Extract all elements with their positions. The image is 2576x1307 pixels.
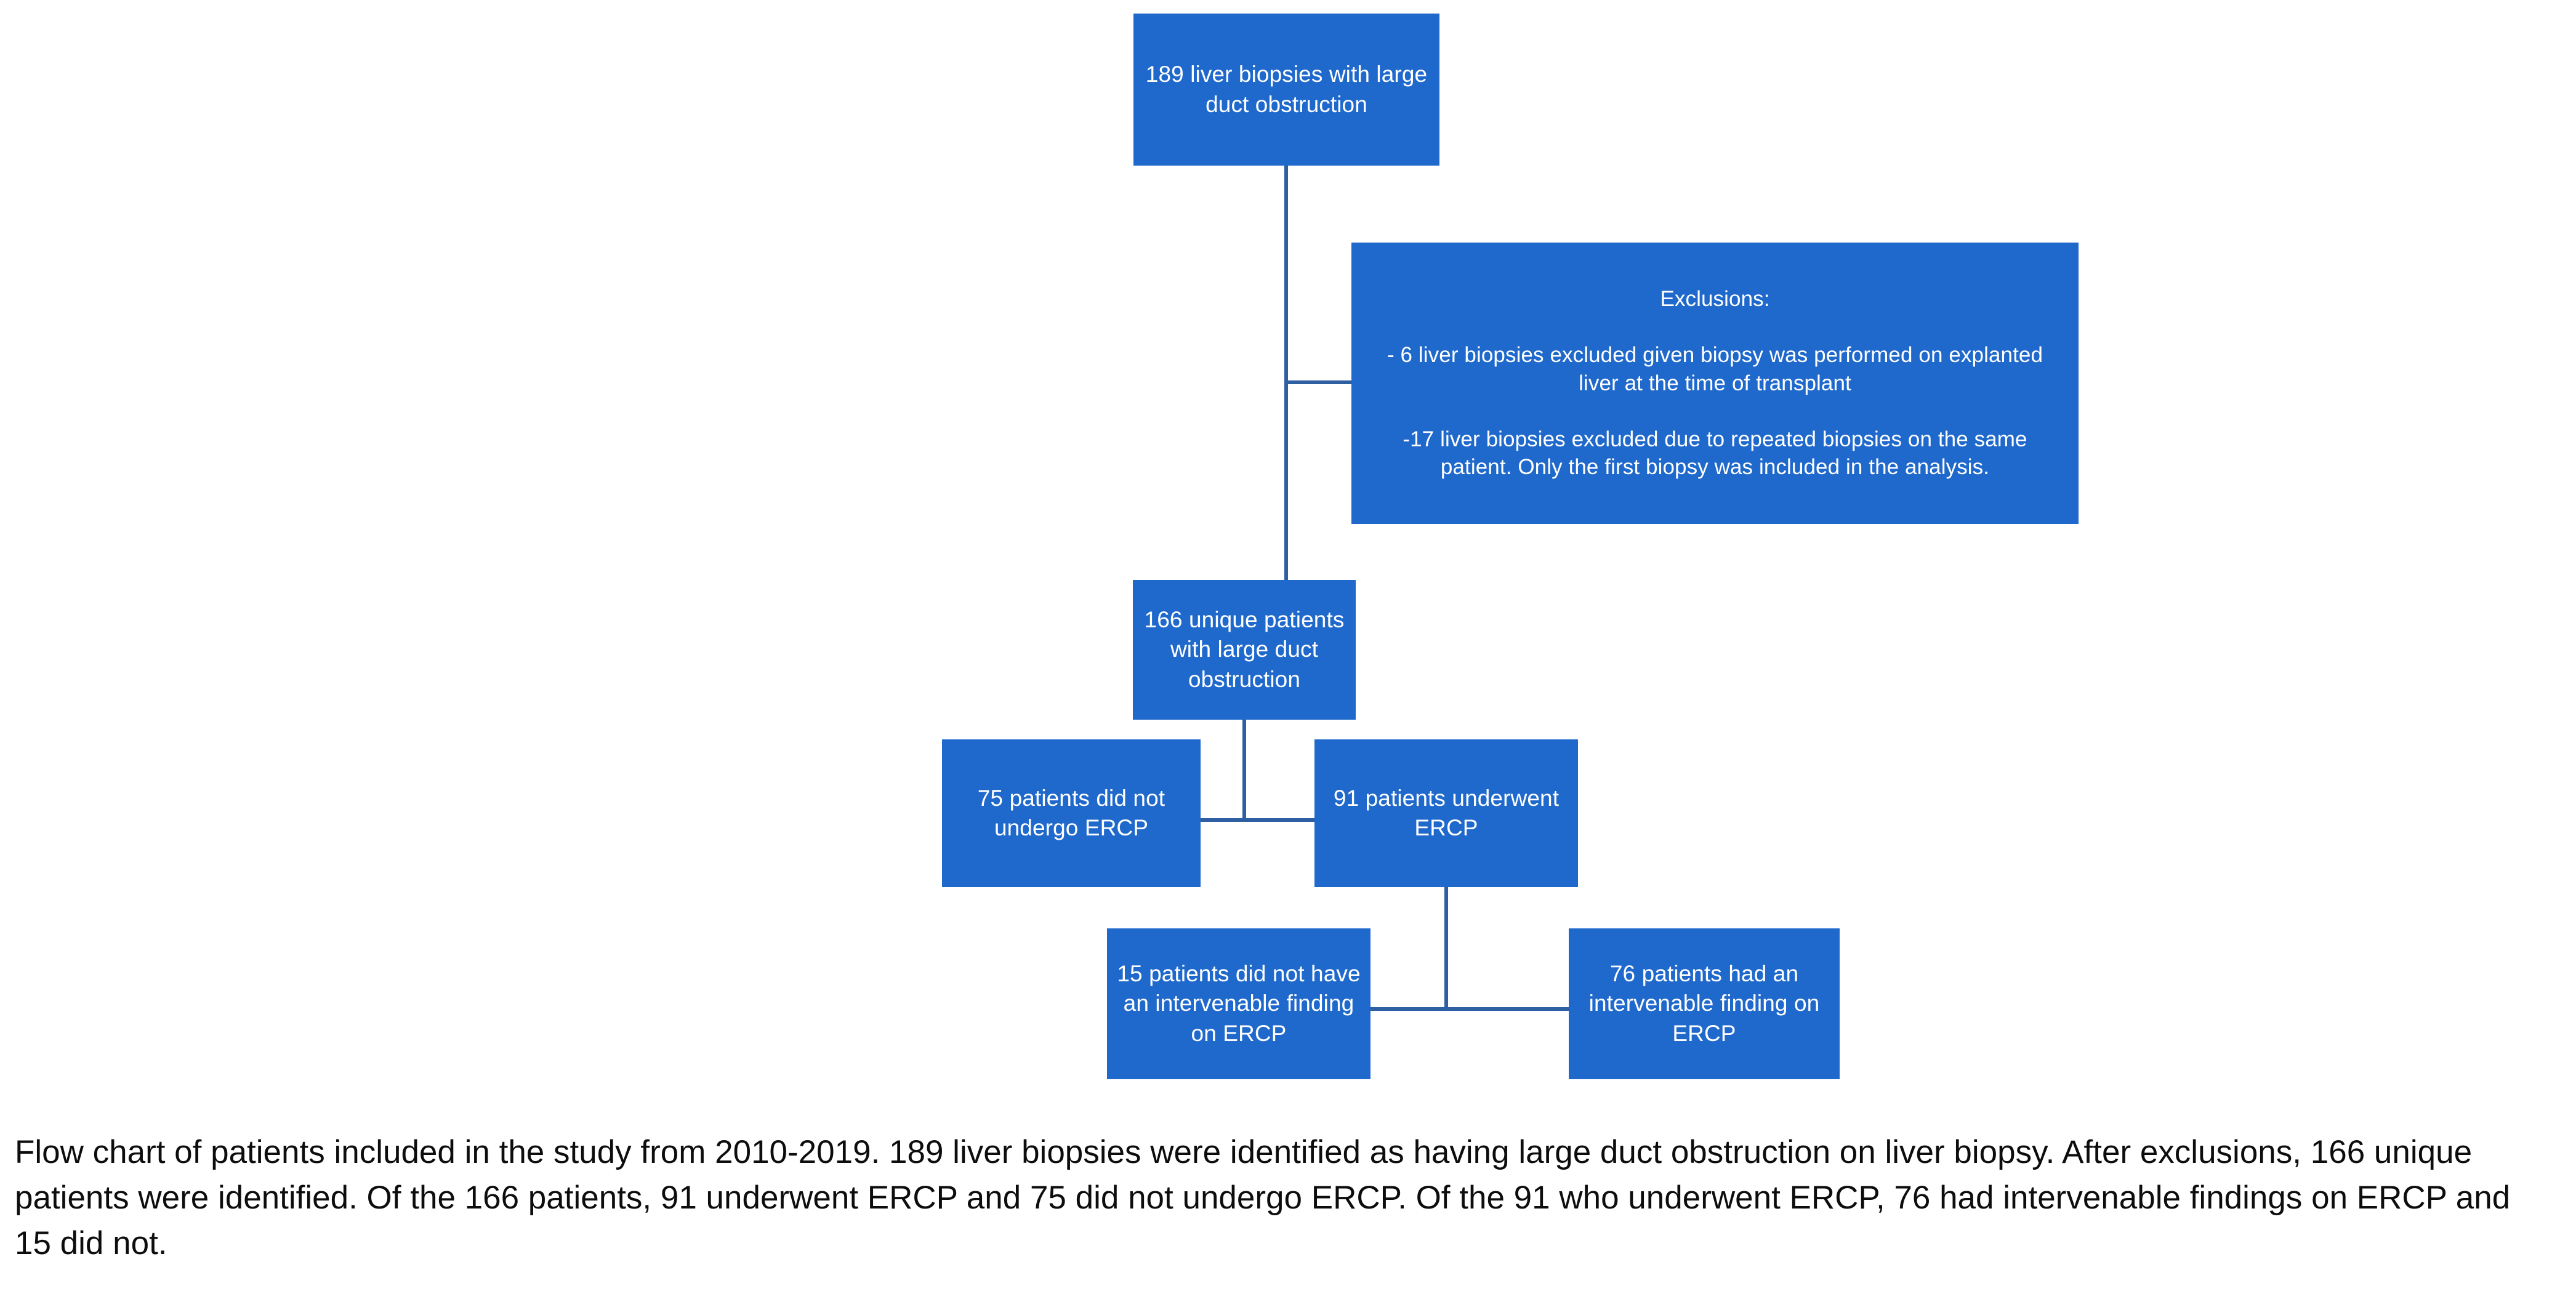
connector-unique-down bbox=[1242, 720, 1246, 821]
node-unique-patients: 166 unique patients with large duct obst… bbox=[1133, 580, 1356, 720]
node-intervenable-finding-label: 76 patients had an intervenable finding … bbox=[1588, 961, 1820, 1046]
node-intervenable-finding: 76 patients had an intervenable finding … bbox=[1569, 928, 1840, 1079]
node-no-ercp: 75 patients did not undergo ERCP bbox=[942, 739, 1201, 887]
node-exclusions: Exclusions: - 6 liver biopsies excluded … bbox=[1351, 243, 2079, 524]
figure-caption: Flow chart of patients included in the s… bbox=[15, 1134, 2511, 1262]
node-biopsies-label: 189 liver biopsies with large duct obstr… bbox=[1145, 62, 1428, 117]
connector-ercp-down bbox=[1444, 887, 1448, 1009]
node-no-ercp-label: 75 patients did not undergo ERCP bbox=[977, 785, 1165, 840]
node-no-intervenable-finding-label: 15 patients did not have an intervenable… bbox=[1117, 961, 1361, 1046]
flowchart-canvas: 189 liver biopsies with large duct obstr… bbox=[942, 14, 2079, 1079]
node-exclusions-label: Exclusions: - 6 liver biopsies excluded … bbox=[1387, 287, 2043, 480]
connector-ercp-split bbox=[1239, 1007, 1571, 1011]
node-underwent-ercp-label: 91 patients underwent ERCP bbox=[1333, 785, 1560, 840]
connector-biopsies-to-exclusions bbox=[1288, 380, 1353, 384]
node-no-intervenable-finding: 15 patients did not have an intervenable… bbox=[1107, 928, 1371, 1079]
node-underwent-ercp: 91 patients underwent ERCP bbox=[1314, 739, 1578, 887]
node-biopsies: 189 liver biopsies with large duct obstr… bbox=[1133, 14, 1439, 166]
connector-biopsies-to-unique bbox=[1284, 166, 1288, 581]
node-unique-patients-label: 166 unique patients with large duct obst… bbox=[1144, 607, 1345, 692]
